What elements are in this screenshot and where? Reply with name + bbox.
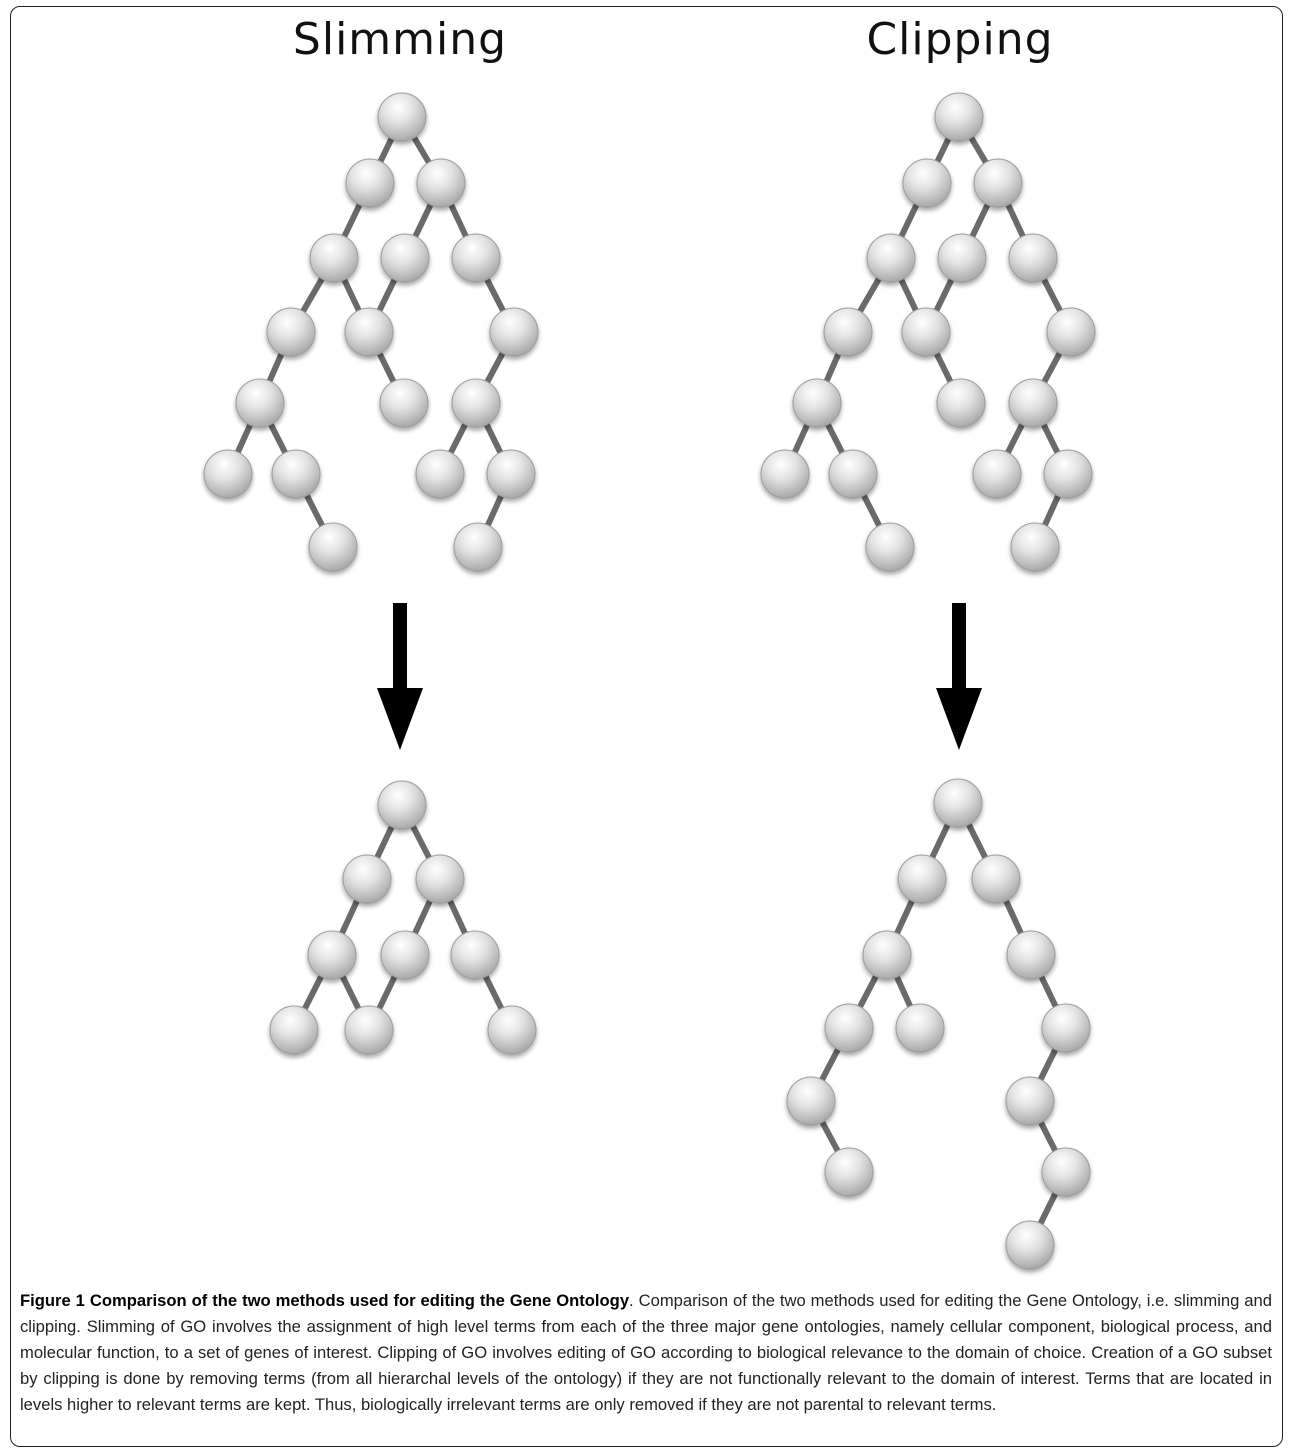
slimming-full-tree-node	[380, 233, 430, 283]
slimmed-tree-node	[415, 854, 465, 904]
slimmed-tree-node	[342, 854, 392, 904]
clipping-full-tree-node	[1046, 307, 1096, 357]
clipped-tree-node	[897, 854, 947, 904]
clipping-title: Clipping	[866, 14, 1054, 65]
clipping-full-tree-node	[760, 449, 810, 499]
figure-illustration	[203, 92, 1096, 1270]
slimmed-tree-node	[269, 1005, 319, 1055]
clipped-tree-node	[971, 854, 1021, 904]
clipping-full-tree-node	[1008, 233, 1058, 283]
slimming-full-tree-node	[451, 233, 501, 283]
slimmed-tree-node	[307, 930, 357, 980]
slimmed-tree-node	[380, 930, 430, 980]
slimmed-tree-node	[344, 1005, 394, 1055]
clipping-full-tree-node	[823, 307, 873, 357]
slimming-full-tree-node	[489, 307, 539, 357]
slimming-full-tree-node	[309, 233, 359, 283]
slimming-full-tree-node	[416, 158, 466, 208]
slimming-full-tree-node	[379, 378, 429, 428]
clipping-full-tree-node	[934, 92, 984, 142]
clipped-tree-node	[824, 1003, 874, 1053]
clipping-full-tree-node	[865, 522, 915, 572]
clipped-tree-node	[1041, 1147, 1091, 1197]
clipped-tree-node	[862, 930, 912, 980]
slimming-full-tree-node	[271, 449, 321, 499]
clipping-full-tree-node	[866, 233, 916, 283]
clipping-full-tree-node	[973, 158, 1023, 208]
slimming-full-tree-node	[451, 378, 501, 428]
clipped-tree-node	[895, 1003, 945, 1053]
clipping-full-tree-node	[901, 307, 951, 357]
clipping-full-tree-node	[972, 449, 1022, 499]
clipping-full-tree-node	[792, 378, 842, 428]
clipped-tree-node	[1005, 1220, 1055, 1270]
figure-caption: Figure 1 Comparison of the two methods u…	[20, 1288, 1272, 1418]
slimming-full-tree-node	[308, 522, 358, 572]
slimmed-tree-node	[377, 780, 427, 830]
clipped-tree-node	[1005, 1076, 1055, 1126]
clipped-tree-node	[824, 1147, 874, 1197]
slimming-title: Slimming	[292, 14, 508, 65]
clipping-full-tree-node	[936, 378, 986, 428]
slimming-full-tree-node	[266, 307, 316, 357]
clipped-tree-node	[1006, 930, 1056, 980]
slimming-full-tree-node	[377, 92, 427, 142]
clipping-full-tree-node	[828, 449, 878, 499]
slimming-full-tree-node	[453, 522, 503, 572]
clipping-full-tree-node	[937, 233, 987, 283]
slimming-down-arrow	[377, 603, 423, 750]
slimmed-tree-node	[487, 1005, 537, 1055]
slimming-full-tree-node	[415, 449, 465, 499]
clipped-tree-node	[1041, 1003, 1091, 1053]
slimming-full-tree-node	[344, 307, 394, 357]
slimming-full-tree-node	[203, 449, 253, 499]
slimming-full-tree-node	[486, 449, 536, 499]
slimmed-tree-node	[450, 930, 500, 980]
clipped-tree-node	[786, 1076, 836, 1126]
slimming-full-tree-node	[345, 158, 395, 208]
clipping-full-tree-node	[1010, 522, 1060, 572]
clipping-full-tree-node	[902, 158, 952, 208]
clipped-tree-node	[933, 778, 983, 828]
figure-frame	[10, 6, 1283, 1447]
clipping-down-arrow	[936, 603, 982, 750]
caption-label: Figure 1 Comparison of the two methods u…	[20, 1291, 630, 1310]
caption-text: . Comparison of the two methods used for…	[20, 1291, 1272, 1414]
clipping-full-tree-node	[1043, 449, 1093, 499]
slimming-full-tree-node	[235, 378, 285, 428]
clipping-full-tree-node	[1008, 378, 1058, 428]
